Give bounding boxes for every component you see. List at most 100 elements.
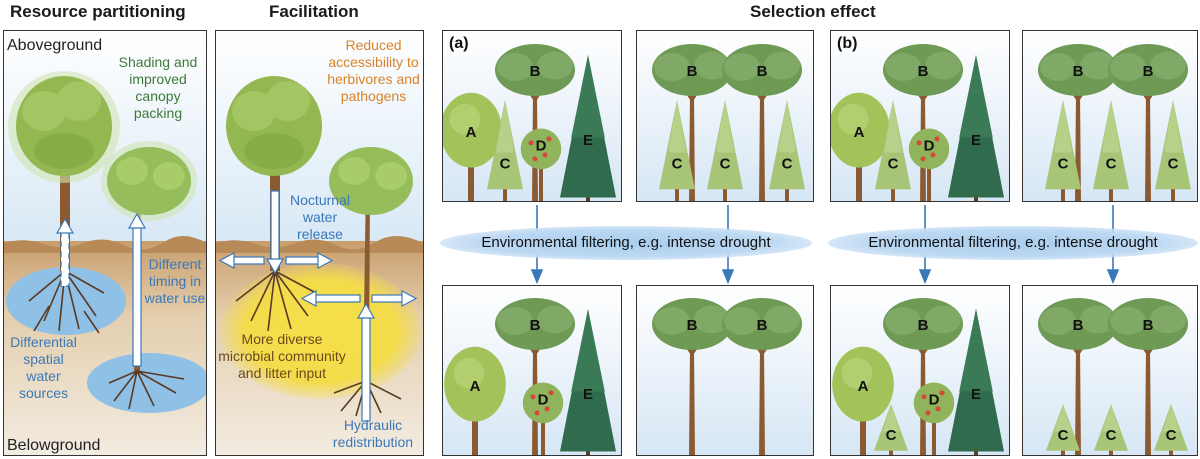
species-label: D [929, 391, 940, 408]
species-label: C [1106, 427, 1117, 444]
species-label: A [466, 124, 477, 141]
belowground-label: Belowground [7, 437, 101, 454]
resource-illustration [4, 31, 206, 455]
species-label: B [757, 63, 768, 80]
species-label: A [858, 378, 869, 395]
species-label: A [854, 124, 865, 141]
species-label: B [1143, 317, 1154, 334]
tree-species-b: B [495, 298, 575, 455]
species-label: C [720, 155, 731, 172]
species-label: C [1058, 427, 1069, 444]
species-label: D [536, 137, 547, 154]
species-label: C [782, 155, 793, 172]
tree-species-a: A [832, 346, 894, 455]
tree-species-c: C [769, 100, 805, 201]
species-label: D [924, 137, 935, 154]
facilitation-panel: Reduced accessibility to herbivores and … [215, 30, 424, 456]
reduced-accessibility-label: Reduced accessibility to herbivores and … [327, 37, 420, 104]
tree-species-d: D [913, 382, 955, 455]
tree-species-d: D [908, 128, 950, 201]
tree-species-b: B [1038, 298, 1118, 455]
species-label: B [687, 63, 698, 80]
deep-roots [108, 370, 185, 410]
panel-b-tag: (b) [837, 35, 858, 52]
species-label: C [888, 155, 899, 172]
tree-species-b: B [495, 44, 575, 201]
tree-species-c: C [487, 100, 523, 201]
tree-species-e: E [560, 309, 616, 455]
species-label: B [530, 63, 541, 80]
species-label: A [470, 378, 481, 395]
species-label: E [583, 386, 593, 403]
spatial-label: Differential spatial water sources [10, 334, 77, 401]
tree-species-c: C [875, 100, 911, 201]
tree-species-c: C [1045, 100, 1081, 201]
hydraulic-redistribution-arrow [356, 302, 376, 422]
tree-species-b: B [722, 298, 802, 455]
tree-species-c: C [1094, 404, 1128, 455]
tree-species-b: B [1108, 298, 1188, 455]
species-label: B [1073, 63, 1084, 80]
species-label: B [757, 317, 768, 334]
tree-species-b: B [652, 298, 732, 455]
species-label: C [1106, 155, 1117, 172]
tree-species-b: B [652, 44, 732, 201]
tree-scene: B A C D E [831, 31, 1009, 201]
deep-water-pool [87, 353, 206, 413]
selection-a-bottom-mixed: B A D E [442, 285, 622, 456]
tree-species-c: C [874, 404, 908, 455]
species-label: C [500, 155, 511, 172]
species-label: E [971, 132, 981, 149]
selection-b-top-mixed: B A C D E (b) [830, 30, 1010, 202]
tree-species-c: C [1155, 100, 1191, 201]
title-selection-effect: Selection effect [750, 2, 876, 21]
water-uptake-arrow-dashed [55, 217, 75, 287]
hydraulic-redistribution-label: Hydraulic redistribution [332, 417, 414, 450]
shrub-tree-crown [101, 141, 197, 221]
species-label: D [538, 391, 549, 408]
shading-label: Shading and improved canopy packing [118, 54, 198, 121]
resource-partitioning-panel: Aboveground Shading and improved canopy … [3, 30, 207, 456]
tree-species-c: C [1046, 404, 1080, 455]
title-facilitation: Facilitation [269, 2, 359, 21]
species-label: B [687, 317, 698, 334]
tree-species-e: E [560, 55, 616, 201]
microbial-community-label: More diverse microbial community and lit… [218, 331, 346, 381]
tree-species-b: B [722, 44, 802, 201]
nocturnal-release-label: Nocturnal water release [290, 192, 350, 242]
facilitation-illustration [216, 31, 423, 455]
water-uptake-arrow-deep [127, 212, 147, 367]
tree-species-d: D [520, 128, 562, 201]
tree-species-a: A [831, 92, 890, 201]
tree-species-c: C [1154, 404, 1188, 455]
tree-species-b: B [1038, 44, 1118, 201]
selection-b-bottom-monoculture: B B C C C [1022, 285, 1198, 456]
species-label: C [1168, 155, 1179, 172]
timing-label: Different timing in water use [144, 256, 206, 306]
panel-a-tag: (a) [449, 35, 469, 52]
species-label: C [1166, 427, 1177, 444]
shrub-tree-crown [329, 147, 413, 215]
rhizosphere-zone [221, 263, 421, 399]
tree-scene: B B C C C [1023, 286, 1197, 455]
tree-species-b: B [1108, 44, 1188, 201]
species-label: B [1073, 317, 1084, 334]
species-label: B [530, 317, 541, 334]
shallow-water-pool [6, 267, 126, 335]
environmental-filter-a: Environmental filtering, e.g. intense dr… [440, 226, 812, 260]
species-label: B [918, 63, 929, 80]
broadleaf-tree-crown [8, 71, 120, 183]
species-label: C [886, 427, 897, 444]
title-resource-partitioning: Resource partitioning [10, 2, 186, 21]
broadleaf-tree-crown [226, 76, 322, 176]
